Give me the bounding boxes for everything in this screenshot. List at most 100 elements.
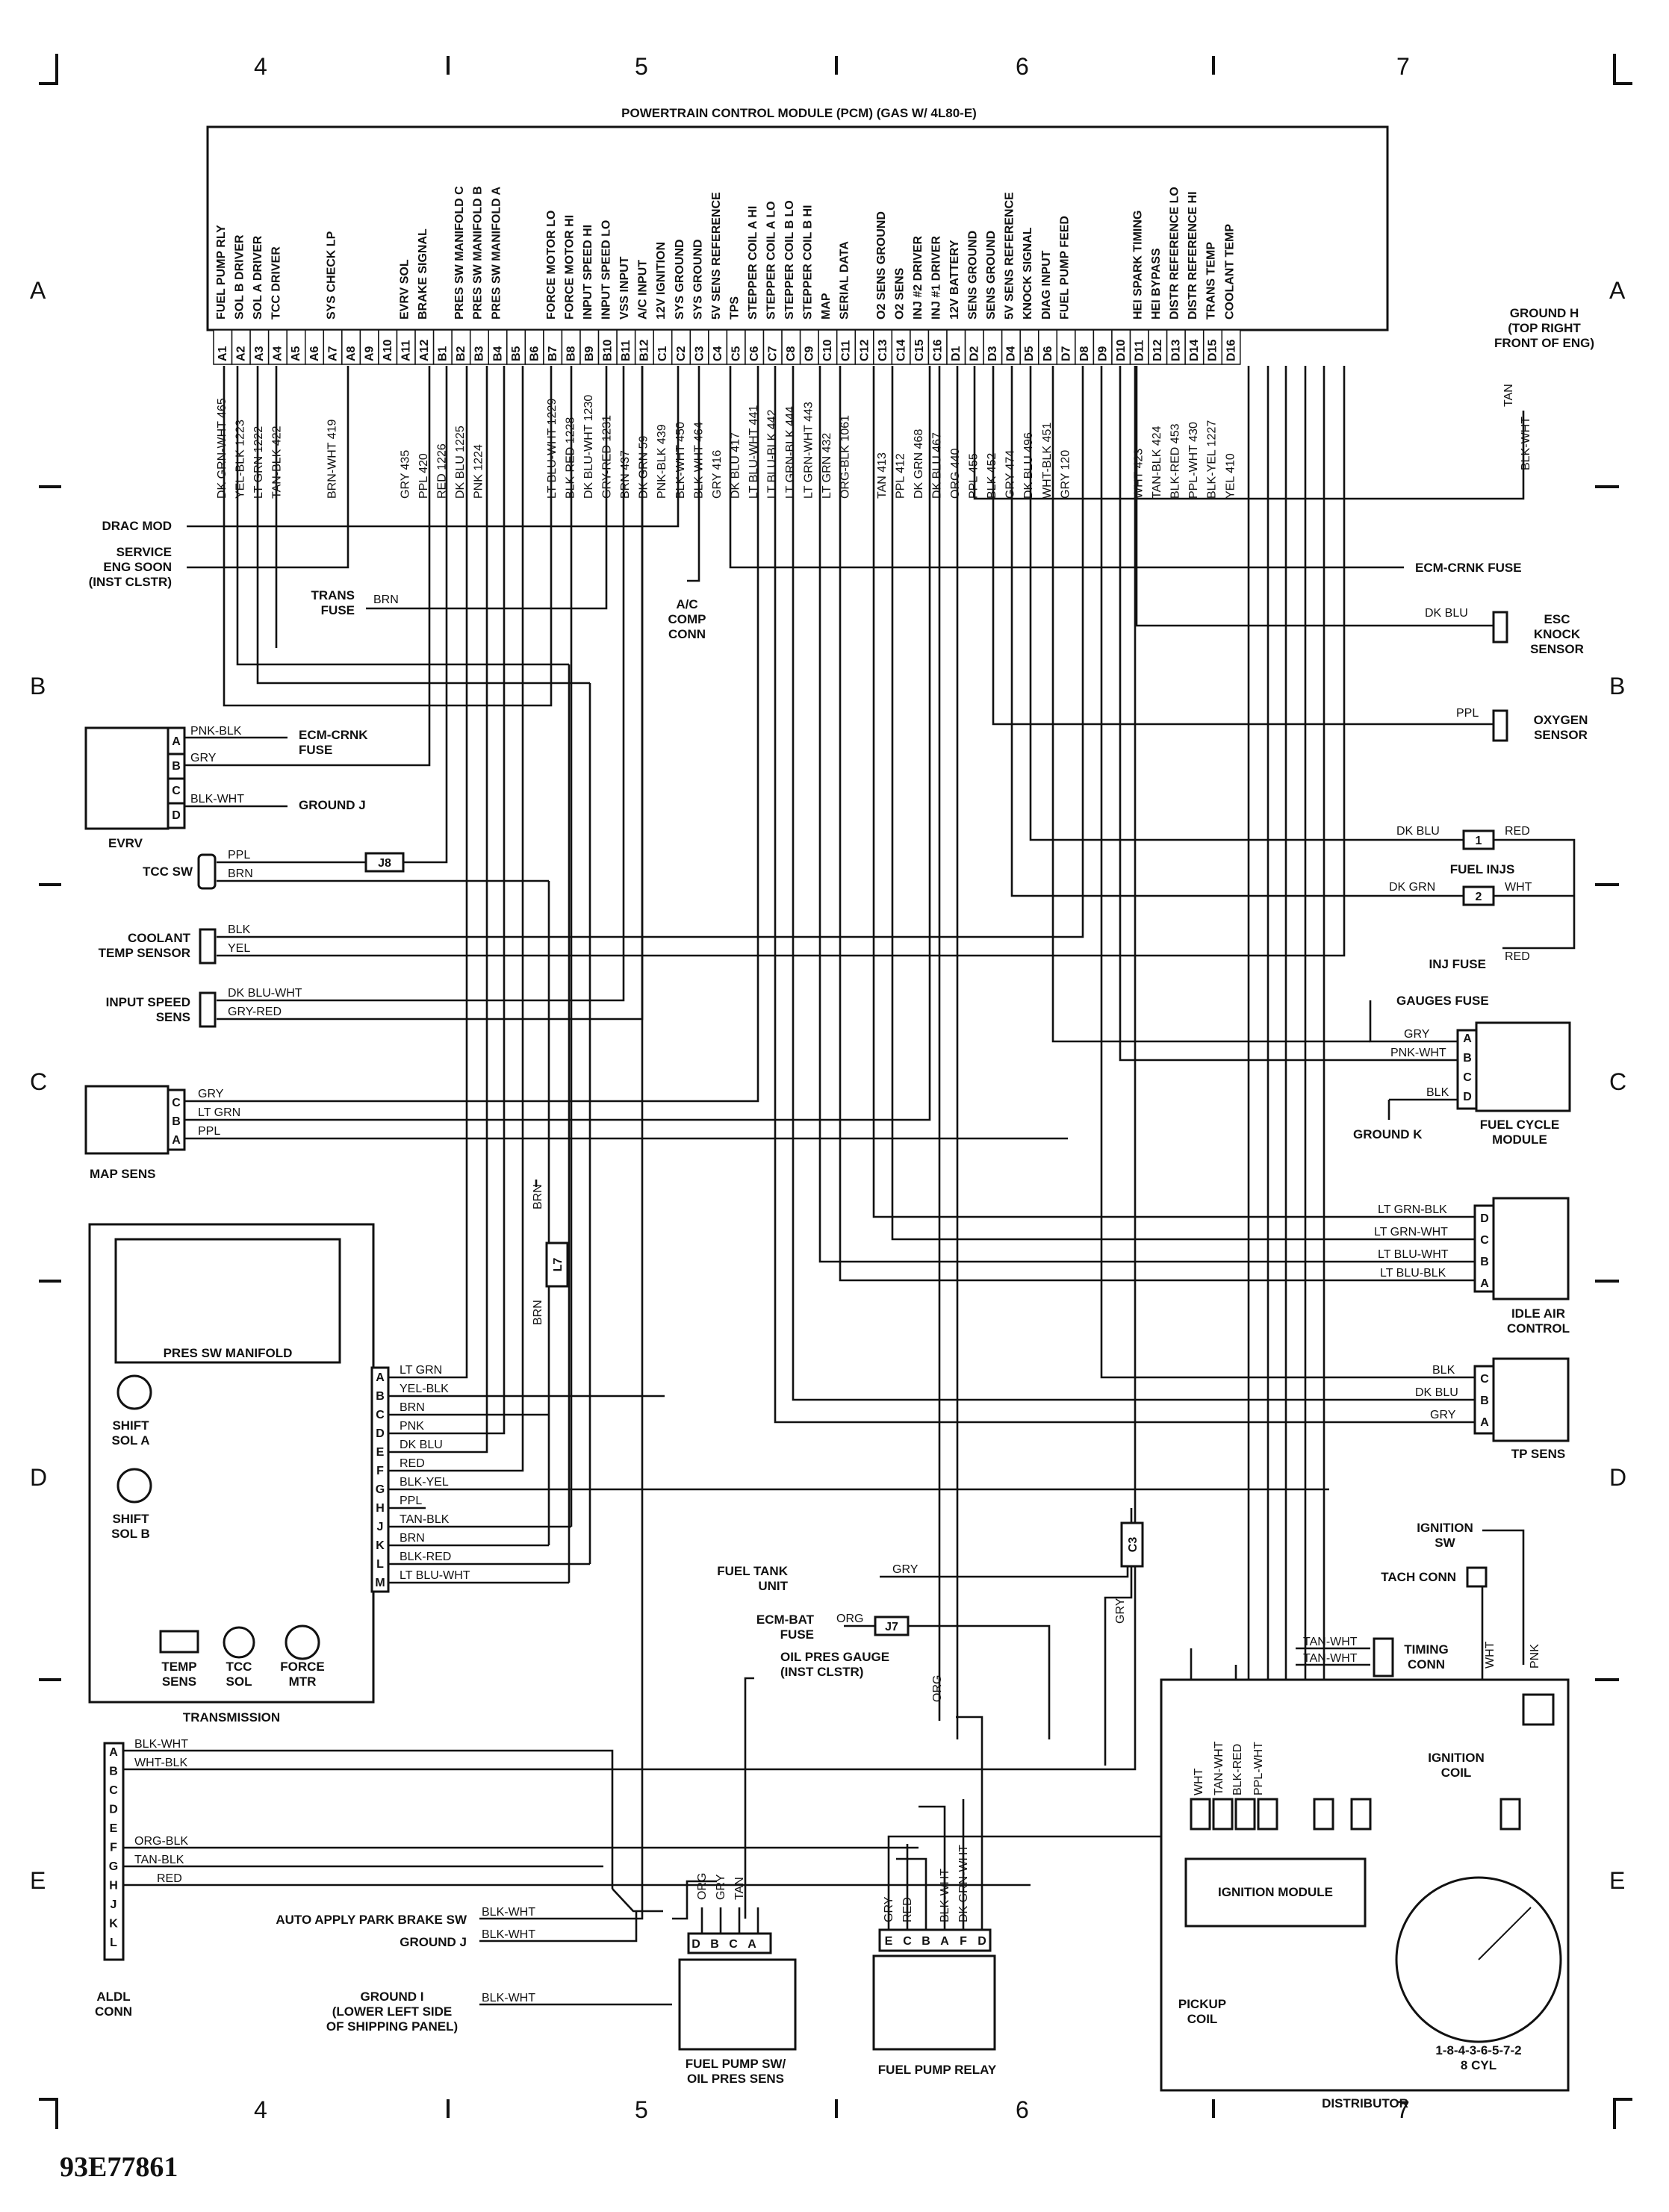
wire-org-fpsw: ORG	[696, 1873, 709, 1900]
pcm-pin-cell-d13	[1166, 329, 1186, 365]
pcm-signal-c1: 12V IGNITION	[655, 242, 668, 320]
pcm-signal-d15: TRANS TEMP	[1205, 242, 1218, 320]
label-ecm-crnk-2: FUSE	[299, 743, 332, 757]
pcm-wire-d4: GRY 474	[1004, 450, 1017, 499]
pcm-pin-a12: A12	[418, 340, 431, 361]
pcm-wire-a11: GRY 435	[400, 450, 412, 499]
pcm-signal-b9: INPUT SPEED HI	[582, 225, 594, 320]
label-shift-b-1: SHIFT	[112, 1512, 149, 1526]
wire-ppl-wht-im: PPL-WHT	[1252, 1742, 1265, 1795]
pcm-pin-b2: B2	[455, 346, 467, 361]
wire-dk-blu-inj1: DK BLU	[1396, 825, 1440, 838]
pcm-pin-a7: A7	[326, 346, 339, 361]
pcm-pin-c5: C5	[730, 346, 742, 361]
aldl-pin-c: C	[109, 1784, 118, 1797]
label-aldl-1: ALDL	[96, 1990, 130, 2004]
pcm-pin-d10: D10	[1115, 340, 1128, 361]
label-fuel-cycle-1: FUEL CYCLE	[1480, 1118, 1559, 1132]
label-timing-1: TIMING	[1404, 1642, 1449, 1657]
pcm-wire-d6: WHT-BLK 451	[1041, 423, 1054, 499]
pcm-pin-c8: C8	[785, 346, 798, 361]
splice-j7: J7	[885, 1621, 898, 1633]
pcm-pin-d6: D6	[1042, 346, 1054, 361]
grid-row-a-right: A	[1609, 277, 1626, 304]
pcm-wire-c1: PNK-BLK 439	[656, 424, 668, 499]
pcm-pin-d15: D15	[1207, 340, 1219, 361]
fpsw-pin-a: A	[748, 1938, 756, 1951]
pcm-signal-c14: O2 SENS	[893, 267, 906, 320]
map-pin-b: B	[172, 1115, 181, 1128]
grid-row-d-left: D	[30, 1464, 47, 1491]
grid-row-b-left: B	[30, 673, 46, 700]
label-transmission: TRANSMISSION	[183, 1710, 280, 1725]
label-esc-3: SENSOR	[1530, 642, 1584, 656]
label-coolant-2: TEMP SENSOR	[99, 946, 190, 960]
pcm-signal-c3: SYS GROUND	[691, 239, 704, 320]
pcm-signal-d16: COOLANT TEMP	[1223, 224, 1236, 320]
pcm-pin-d5: D5	[1023, 346, 1036, 361]
pcm-pin-c11: C11	[840, 340, 853, 361]
relay-pin-f: F	[960, 1935, 967, 1948]
label-oxygen-2: SENSOR	[1534, 728, 1588, 742]
wire-blk-wht-gnd-h: BLK-WHT	[1520, 417, 1532, 470]
pcm-wire-a7: BRN-WHT 419	[326, 420, 338, 499]
pcm-signal-a3: SOL A DRIVER	[252, 235, 264, 320]
pcm-pin-c13: C13	[877, 340, 889, 361]
wire-tan: TAN	[1502, 384, 1515, 407]
pcm-signal-b8: FORCE MOTOR HI	[563, 215, 576, 320]
label-ignition-module: IGNITION MODULE	[1218, 1885, 1333, 1899]
label-ground-i-1: GROUND I	[361, 1990, 424, 2004]
aldl-pin-b: B	[109, 1766, 118, 1778]
pcm-signal-d12: HEI BYPASS	[1150, 248, 1163, 320]
wire-dk-grn-wht-relay: DK GRN-WHT	[957, 1845, 970, 1922]
pcm-wire-d7: GRY 120	[1059, 450, 1072, 499]
label-iac-1: IDLE AIR	[1511, 1306, 1565, 1321]
label-ground-h-1: GROUND H	[1510, 306, 1579, 320]
pcm-wire-c14: PPL 412	[894, 453, 907, 499]
label-cylinders: 8 CYL	[1461, 2058, 1496, 2072]
tp-pin-c: C	[1480, 1373, 1489, 1386]
evrv-pin-c: C	[172, 785, 181, 797]
wire-blk-wht-evrv: BLK-WHT	[190, 793, 244, 806]
label-fuel-pump-relay: FUEL PUMP RELAY	[878, 2063, 997, 2077]
aldl-pin-j: J	[111, 1898, 117, 1911]
wire-blk-tp: BLK	[1432, 1364, 1455, 1377]
map-pin-c: C	[172, 1097, 181, 1109]
pcm-pin-d3: D3	[986, 346, 999, 361]
pcm-pin-cell-b5	[506, 329, 526, 365]
label-tp-sens: TP SENS	[1511, 1447, 1565, 1461]
wire-gry-c3: GRY	[1114, 1598, 1127, 1624]
label-fuel-cycle-2: MODULE	[1492, 1133, 1547, 1147]
aldl-pin-a: A	[109, 1746, 118, 1759]
pcm-signal-d14: DISTR REFERENCE HI	[1187, 191, 1199, 320]
pcm-signal-c2: SYS GROUND	[674, 239, 686, 320]
pcm-title: POWERTRAIN CONTROL MODULE (PCM) (GAS W/ …	[621, 106, 977, 120]
pcm-wire-b11: BRN 437	[619, 450, 632, 499]
wire-gry-map: GRY	[198, 1088, 224, 1100]
pcm-pin-d16: D16	[1225, 340, 1237, 361]
wire-org-bat: ORG	[836, 1613, 863, 1625]
grid-col-5-bottom: 5	[635, 2096, 648, 2123]
aldl-pin-k: K	[109, 1918, 118, 1931]
pcm-signal-c9: STEPPER COIL B HI	[802, 205, 815, 320]
label-pres-sw-manifold: PRES SW MANIFOLD	[164, 1346, 293, 1360]
pcm-pin-cell-d16	[1221, 329, 1241, 365]
grid-col-5-top: 5	[635, 53, 648, 80]
label-tach-conn: TACH CONN	[1381, 1570, 1456, 1584]
label-ign-sw-2: SW	[1435, 1536, 1455, 1550]
trans-pin-d: D	[376, 1427, 385, 1440]
pcm-signal-a4: TCC DRIVER	[270, 246, 283, 320]
pcm-wire-d3: BLK 452	[986, 453, 998, 499]
pcm-wire-c16: DK BLU 467	[930, 432, 943, 499]
wire-trans-c: BRN	[400, 1401, 425, 1414]
wire-aldl-g: TAN-BLK	[134, 1854, 184, 1866]
label-ground-k: GROUND K	[1353, 1127, 1423, 1141]
frame-markers	[39, 54, 1632, 2129]
pcm-wire-b3: PNK 1224	[473, 444, 485, 499]
grid-row-e-right: E	[1609, 1867, 1625, 1894]
wire-red-inj1: RED	[1505, 825, 1530, 838]
wire-gry-relay: GRY	[883, 1896, 895, 1922]
label-ecm-bat-2: FUSE	[780, 1627, 814, 1642]
